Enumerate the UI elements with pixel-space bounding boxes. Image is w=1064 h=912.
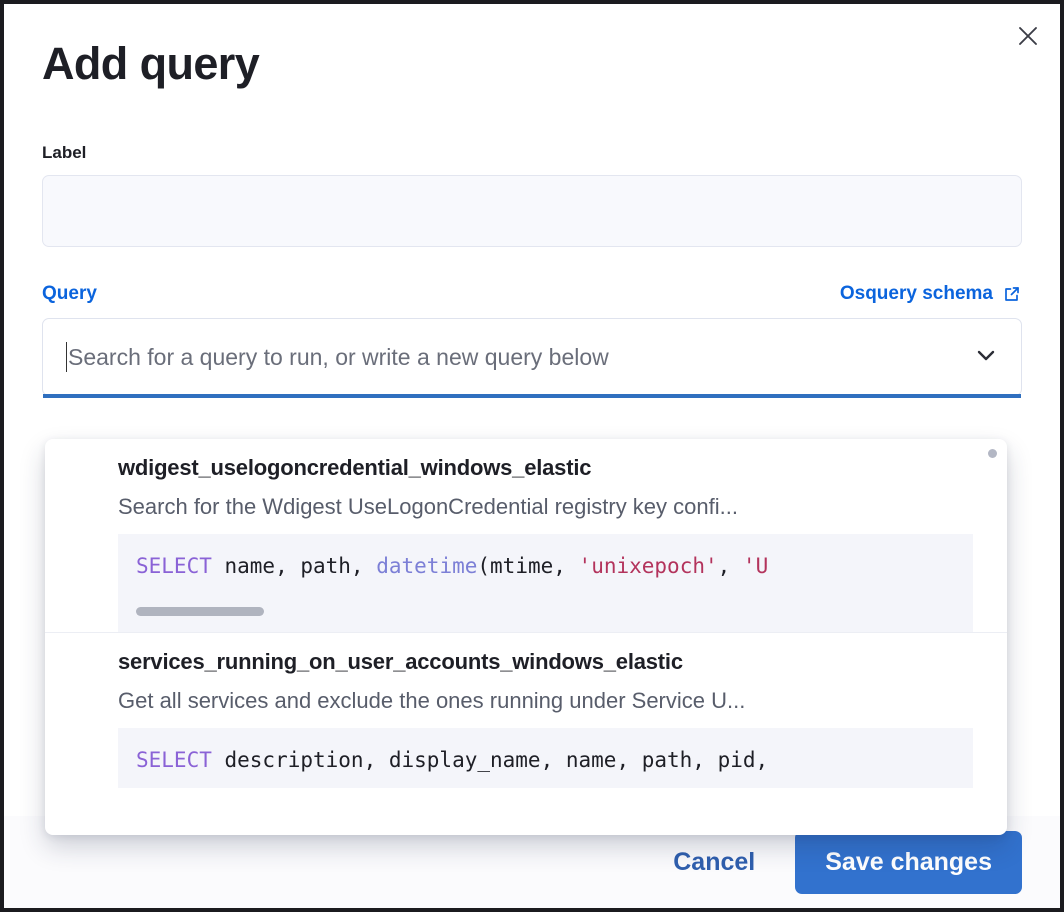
cancel-button[interactable]: Cancel	[659, 838, 769, 887]
osquery-schema-link-label: Osquery schema	[839, 283, 993, 305]
save-changes-button[interactable]: Save changes	[795, 830, 1022, 894]
suggestion-code-line: SELECT description, display_name, name, …	[136, 748, 769, 772]
query-field-label[interactable]: Query	[42, 283, 97, 305]
focus-underline	[43, 394, 1021, 399]
list-item[interactable]: services_running_on_user_accounts_window…	[45, 632, 1007, 788]
text-caret	[66, 342, 67, 373]
page-title: Add query	[42, 38, 260, 89]
code-horizontal-scrollbar[interactable]	[136, 607, 264, 616]
close-icon	[1016, 24, 1040, 48]
suggestion-code-block[interactable]: SELECT description, display_name, name, …	[118, 728, 973, 788]
chevron-down-icon[interactable]	[971, 340, 1001, 375]
suggestion-description: Get all services and exclude the ones ru…	[118, 688, 746, 713]
label-input[interactable]	[42, 175, 1022, 248]
query-search-input[interactable]: Search for a query to run, or write a ne…	[68, 343, 609, 370]
suggestion-title: wdigest_uselogoncredential_windows_elast…	[118, 455, 592, 480]
label-field-label: Label	[42, 143, 87, 163]
query-header-row: Query Osquery schema	[42, 283, 1022, 305]
suggestion-description: Search for the Wdigest UseLogonCredentia…	[118, 494, 738, 519]
osquery-schema-link[interactable]: Osquery schema	[840, 283, 1022, 305]
list-item[interactable]: wdigest_uselogoncredential_windows_elast…	[45, 439, 1007, 632]
suggestion-code-line: SELECT name, path, datetime(mtime, 'unix…	[136, 554, 769, 578]
query-suggestions-dropdown: wdigest_uselogoncredential_windows_elast…	[45, 439, 1007, 835]
dropdown-scrollbar[interactable]	[988, 449, 997, 458]
suggestion-code-block[interactable]: SELECT name, path, datetime(mtime, 'unix…	[118, 534, 973, 632]
suggestion-title: services_running_on_user_accounts_window…	[118, 649, 683, 674]
query-search-combobox[interactable]: Search for a query to run, or write a ne…	[42, 318, 1022, 399]
modal-body: Add query Label Query Osquery schema Sea…	[4, 4, 1060, 399]
external-link-icon	[1002, 284, 1022, 304]
close-button[interactable]	[1006, 14, 1050, 58]
